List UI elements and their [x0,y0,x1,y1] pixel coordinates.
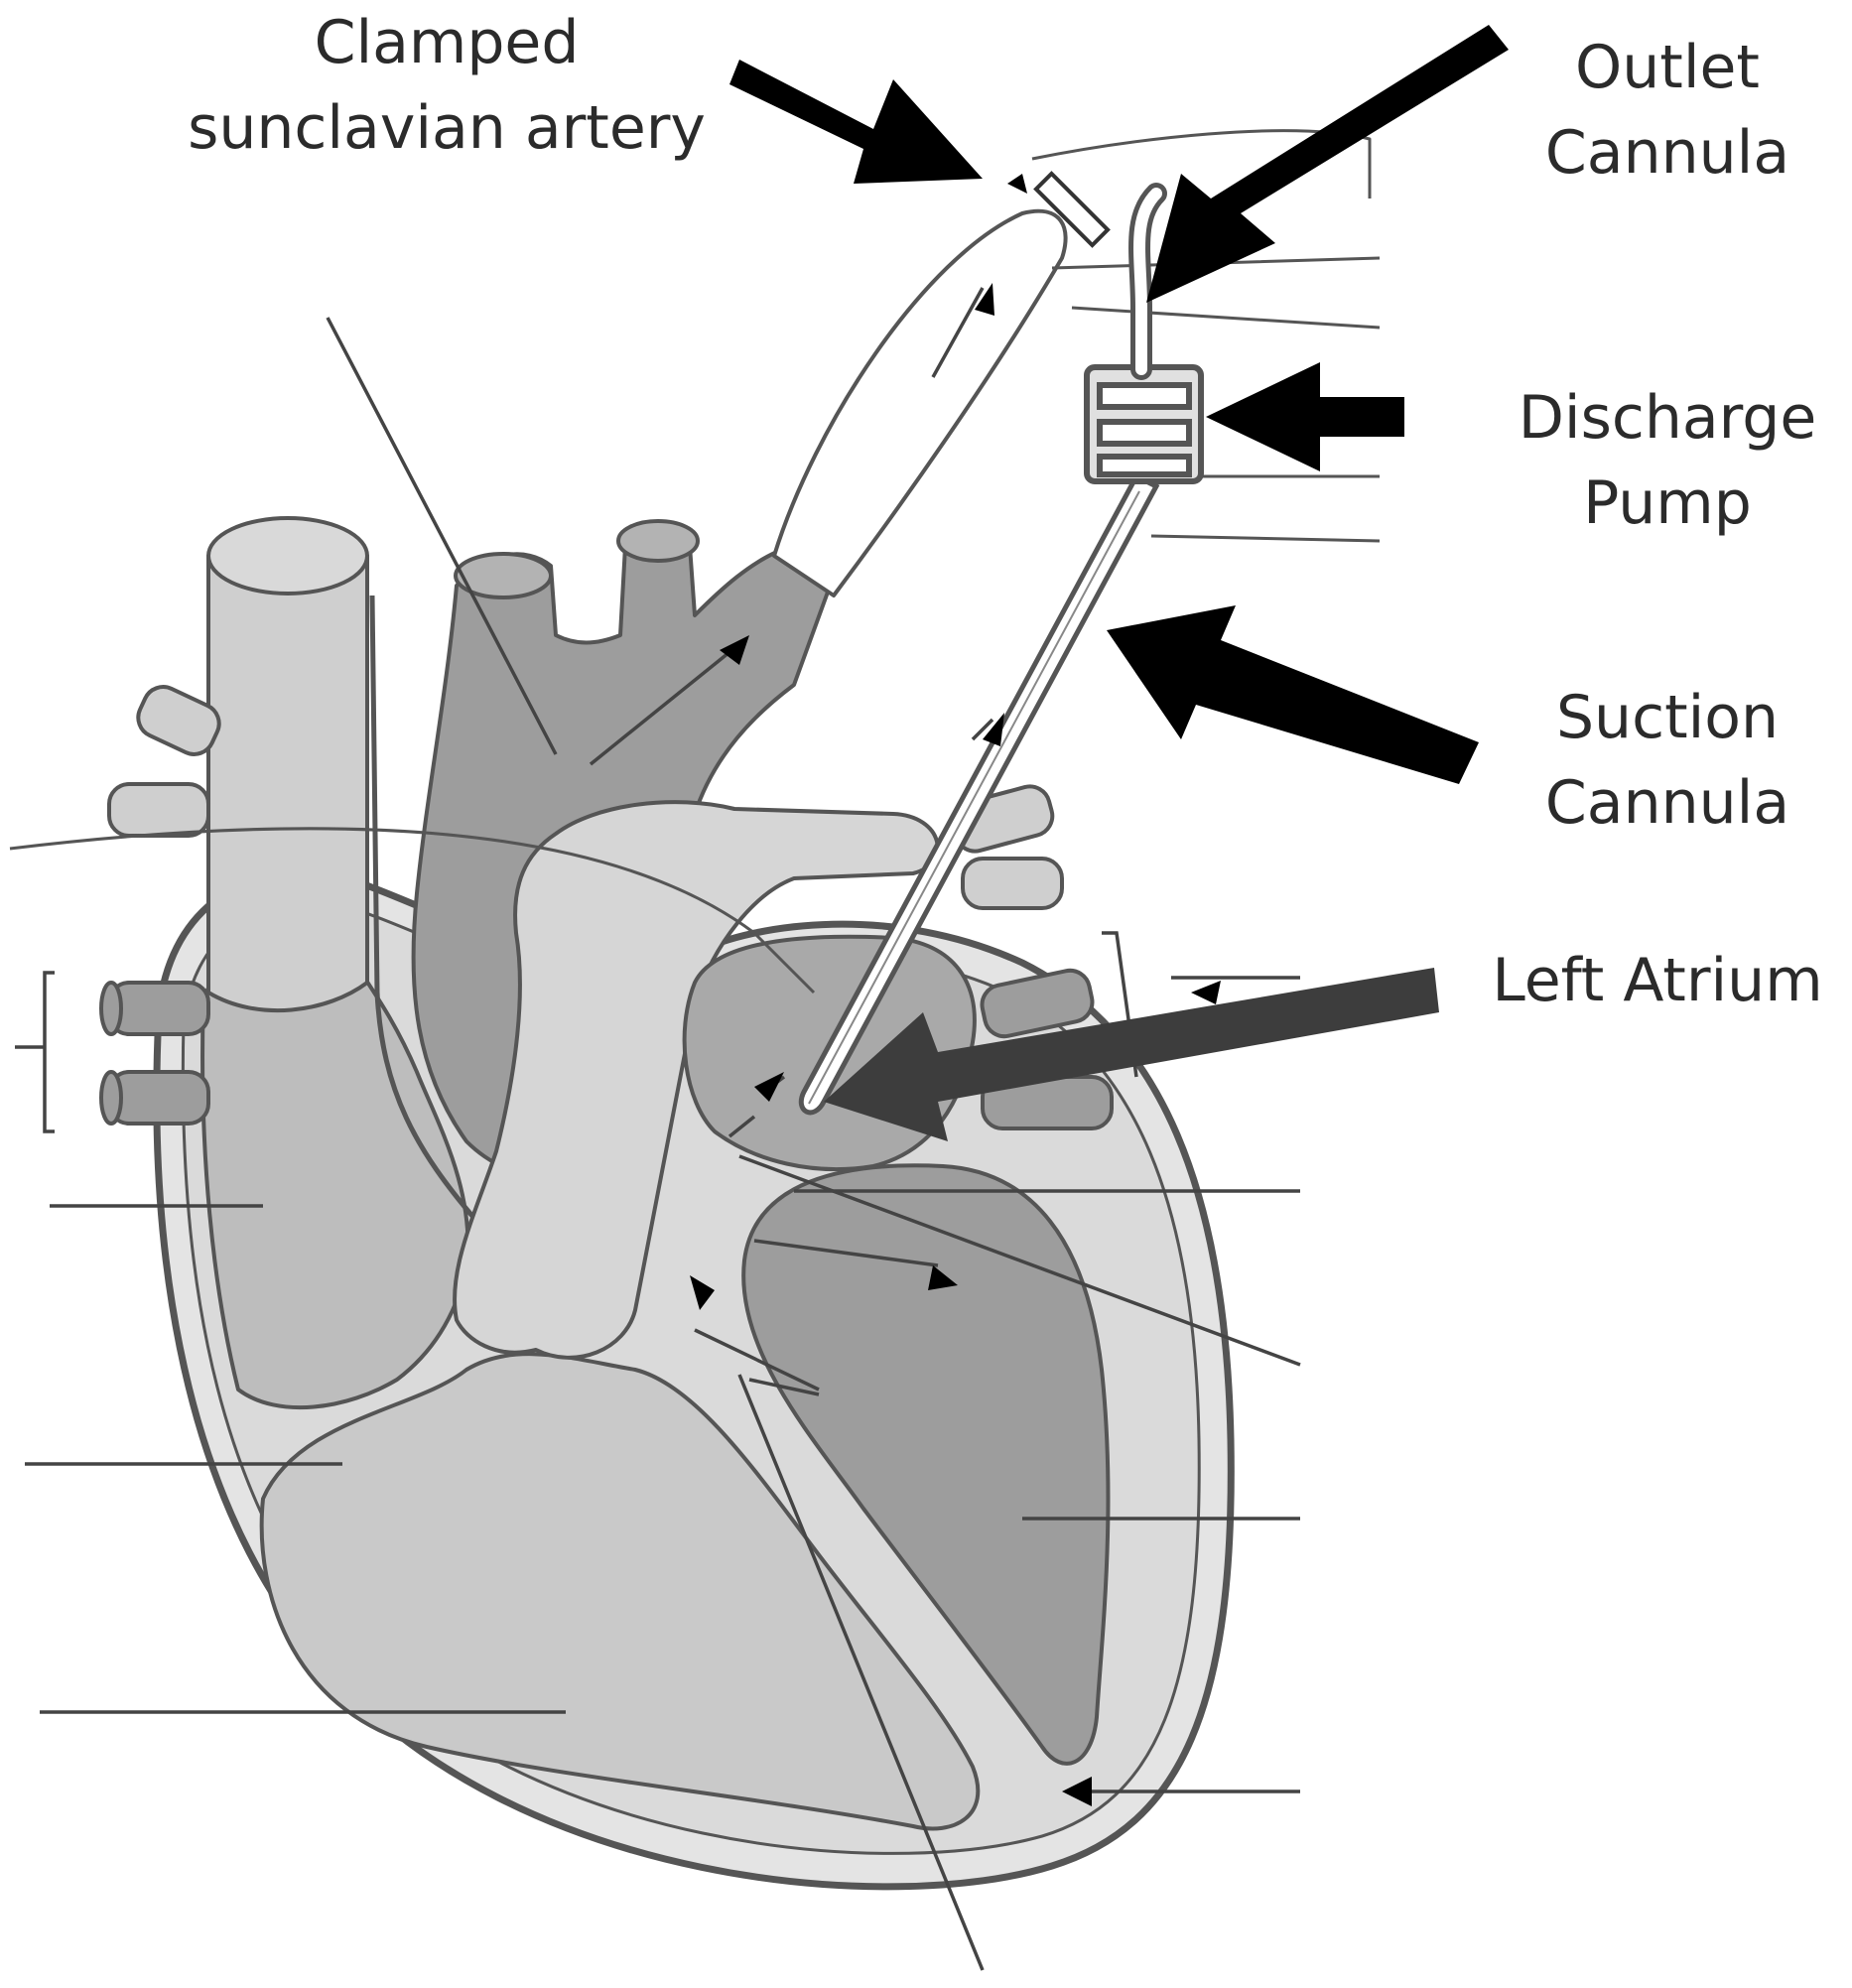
discharge-arrow-icon [1206,362,1404,471]
label-discharge-pump: Discharge Pump [1499,375,1836,546]
small-arrowhead-icon [975,283,994,316]
label-discharge-line2: Pump [1583,468,1752,538]
label-discharge-line1: Discharge [1518,383,1817,453]
label-outlet-cannula: Outlet Cannula [1499,25,1836,196]
artery-clamp [1033,171,1111,248]
pulmonary-artery [453,800,940,1360]
suction-arrow-icon [1107,605,1479,784]
label-suction-cannula: Suction Cannula [1499,675,1836,846]
left-ventricle [741,1163,1111,1766]
leader-lines [15,287,1301,1971]
small-arrowhead-icon [928,1265,958,1290]
label-left-atrium-text: Left Atrium [1492,946,1823,1015]
aorta-branch-1 [454,552,553,599]
label-suction-line1: Suction [1555,683,1780,752]
small-arrowhead-icon [1191,981,1221,1004]
neck-outline [1031,129,1381,543]
vena-cava-opening [206,516,369,596]
small-arrowhead-icon [1062,1777,1092,1806]
pulmonary-veins-upper-left [107,685,221,838]
pulmonary-veins-left [99,981,210,1126]
label-clamped-subclavian-artery: Clamped sunclavian artery [179,0,715,171]
label-suction-line2: Cannula [1544,768,1790,838]
right-ventricle [259,1352,981,1831]
chest-line [9,827,816,994]
clamped-arrow-icon [729,60,983,184]
label-left-atrium: Left Atrium [1469,938,1846,1023]
small-arrowhead-icon [1007,174,1027,194]
small-arrowhead-icon [983,713,1004,746]
small-arrowhead-icon [720,635,749,665]
pulmonary-veins-right [980,968,1114,1130]
left-atrium-arrow-icon [824,968,1439,1141]
label-outlet-line1: Outlet [1575,33,1760,102]
aorta-branch-2 [616,519,700,563]
small-arrowhead-icon [690,1275,715,1310]
label-clamped-line2: sunclavian artery [188,93,706,163]
outlet-cannula-inner [1133,188,1162,375]
vena-cava-inner-line [369,595,478,1223]
small-arrowhead-icon [754,1072,784,1102]
small-arrowheads [690,174,1221,1806]
label-clamped-line1: Clamped [314,8,580,77]
callout-arrows [729,25,1509,1141]
discharge-pump [1084,364,1204,484]
label-outlet-line2: Cannula [1544,118,1790,188]
superior-vena-cava [206,554,369,1013]
suction-cannula [798,472,1160,1116]
heart-illustration [9,129,1381,1891]
subclavian-artery [772,208,1068,597]
outlet-arrow-icon [1146,25,1509,303]
